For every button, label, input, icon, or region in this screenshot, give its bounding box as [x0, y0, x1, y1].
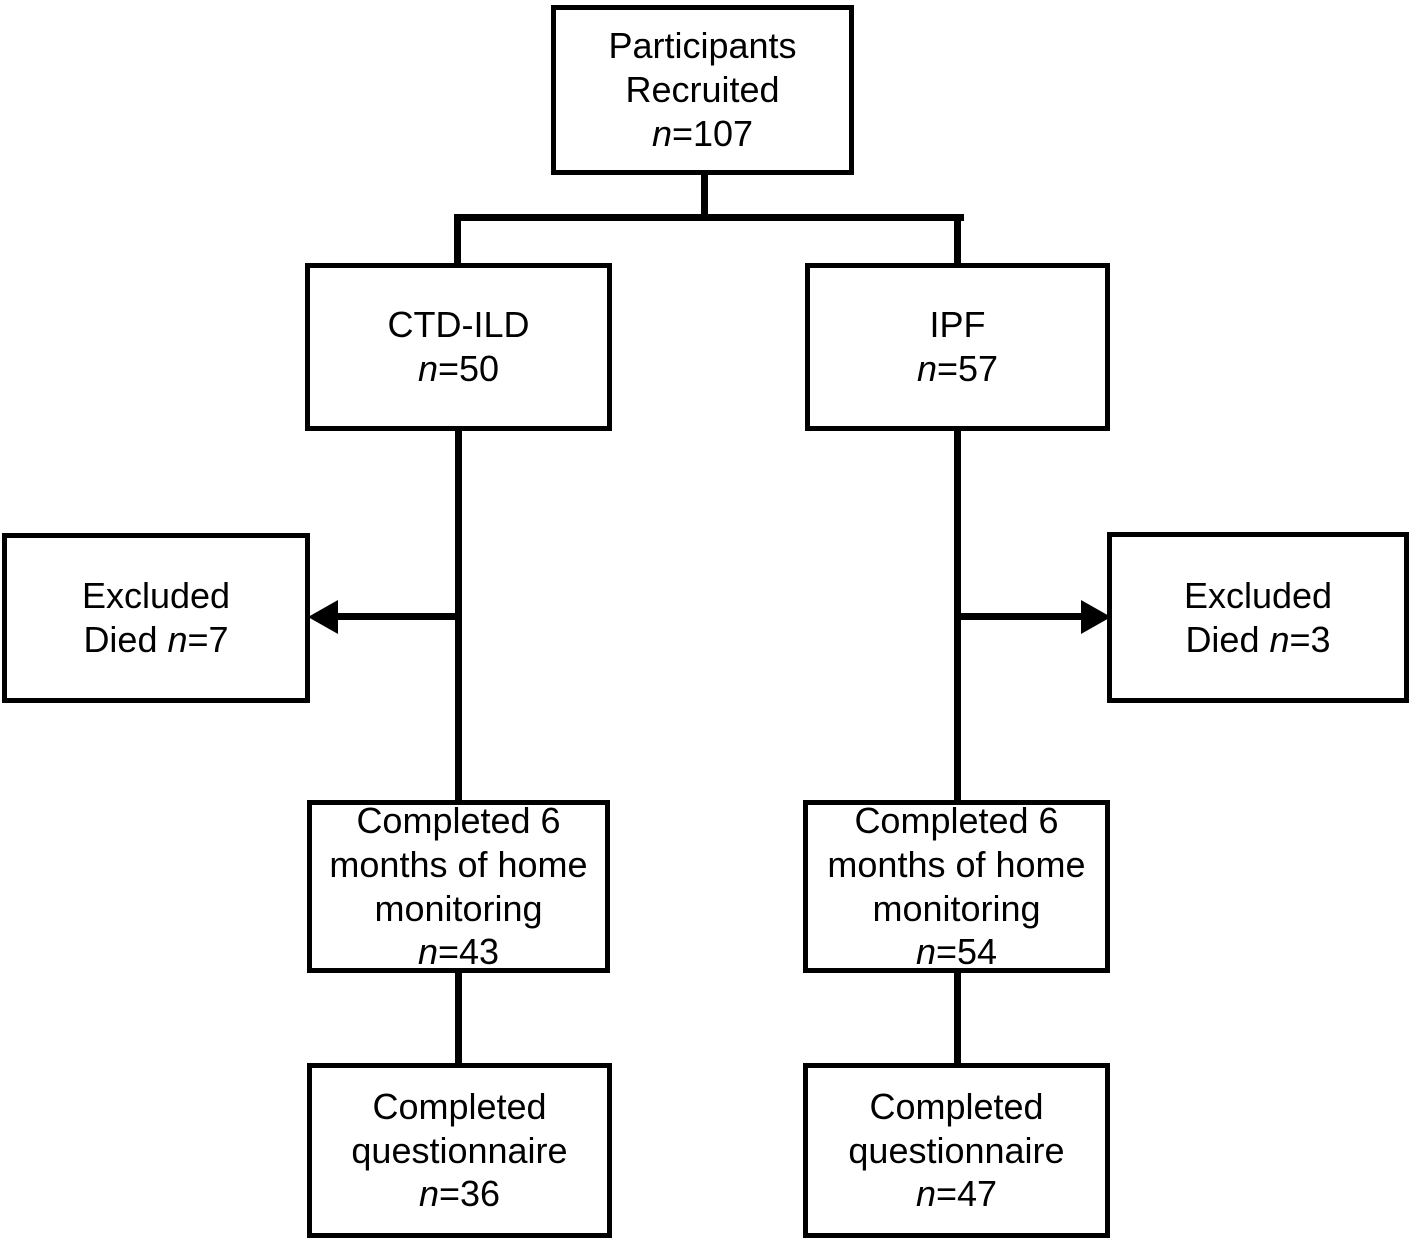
node-count: Died n=7 — [83, 618, 228, 662]
node-completed-questionnaire-ctdild: Completed questionnaire n=36 — [307, 1063, 612, 1238]
node-line: questionnaire — [848, 1129, 1065, 1171]
node-line: IPF — [929, 304, 986, 346]
connector-split-to-ipf — [954, 214, 961, 266]
node-excluded-ipf: Excluded Died n=3 — [1107, 532, 1409, 703]
node-line: months of home — [329, 843, 588, 885]
node-completed-6-months-ipf: Completed 6 months of home monitoring n=… — [803, 800, 1110, 973]
node-line: Recruited — [625, 69, 780, 111]
arrowhead-right-icon — [1081, 600, 1111, 634]
n-symbol: n — [417, 348, 438, 389]
n-value: =47 — [935, 1173, 998, 1215]
n-value: =36 — [438, 1173, 501, 1215]
node-ctd-ild: CTD-ILD n=50 — [305, 263, 612, 431]
connector-ctdild-spine — [455, 429, 462, 803]
node-line: Completed 6 — [854, 799, 1059, 841]
connector-split-to-ctdild — [454, 214, 461, 266]
died-label: Died — [1185, 618, 1270, 660]
node-line: Completed — [869, 1085, 1044, 1127]
node-line: Excluded — [81, 575, 231, 617]
n-symbol: n — [417, 931, 438, 973]
n-symbol: n — [915, 931, 936, 973]
node-completed-questionnaire-ipf: Completed questionnaire n=47 — [803, 1063, 1110, 1238]
n-value: =57 — [936, 348, 999, 389]
n-value: =7 — [187, 619, 229, 660]
connector-monitor-to-questionnaire-right — [954, 971, 961, 1065]
arrowhead-left-icon — [308, 600, 338, 634]
connector-excluded-left-arrow-shaft — [336, 613, 458, 620]
n-symbol: n — [651, 112, 672, 154]
node-ipf: IPF n=57 — [805, 263, 1110, 431]
n-value: =43 — [437, 931, 500, 973]
node-line: Completed — [372, 1085, 547, 1127]
n-symbol: n — [418, 1173, 439, 1215]
node-line: CTD-ILD — [387, 304, 530, 346]
connector-split-bar — [457, 214, 964, 221]
node-count: n=54 — [916, 930, 997, 974]
connector-recruited-stem — [701, 173, 708, 221]
node-line: Completed 6 — [356, 799, 561, 841]
node-count: n=57 — [917, 347, 998, 391]
node-excluded-ctdild: Excluded Died n=7 — [2, 533, 310, 703]
node-completed-6-months-ctdild: Completed 6 months of home monitoring n=… — [307, 800, 610, 973]
node-line: months of home — [827, 843, 1086, 885]
n-value: =107 — [671, 112, 754, 154]
connector-monitor-to-questionnaire-left — [455, 971, 462, 1065]
node-line: questionnaire — [351, 1129, 568, 1171]
n-symbol: n — [167, 619, 188, 660]
node-count: n=47 — [916, 1172, 997, 1216]
node-line: monitoring — [872, 887, 1041, 929]
node-line: Excluded — [1183, 574, 1333, 616]
node-count: n=36 — [419, 1172, 500, 1216]
n-symbol: n — [1269, 618, 1290, 660]
node-count: n=107 — [652, 112, 753, 156]
node-count: n=50 — [418, 347, 499, 391]
node-count: n=43 — [418, 930, 499, 974]
node-participants-recruited: Participants Recruited n=107 — [551, 5, 854, 175]
n-symbol: n — [916, 348, 937, 389]
n-value: =3 — [1289, 618, 1331, 660]
node-line: monitoring — [374, 887, 543, 929]
node-line: Participants — [608, 25, 797, 67]
n-value: =54 — [935, 931, 998, 973]
connector-excluded-right-arrow-shaft — [957, 613, 1081, 620]
n-symbol: n — [915, 1173, 936, 1215]
died-label: Died — [83, 619, 168, 660]
n-value: =50 — [437, 348, 500, 389]
node-count: Died n=3 — [1185, 618, 1330, 662]
